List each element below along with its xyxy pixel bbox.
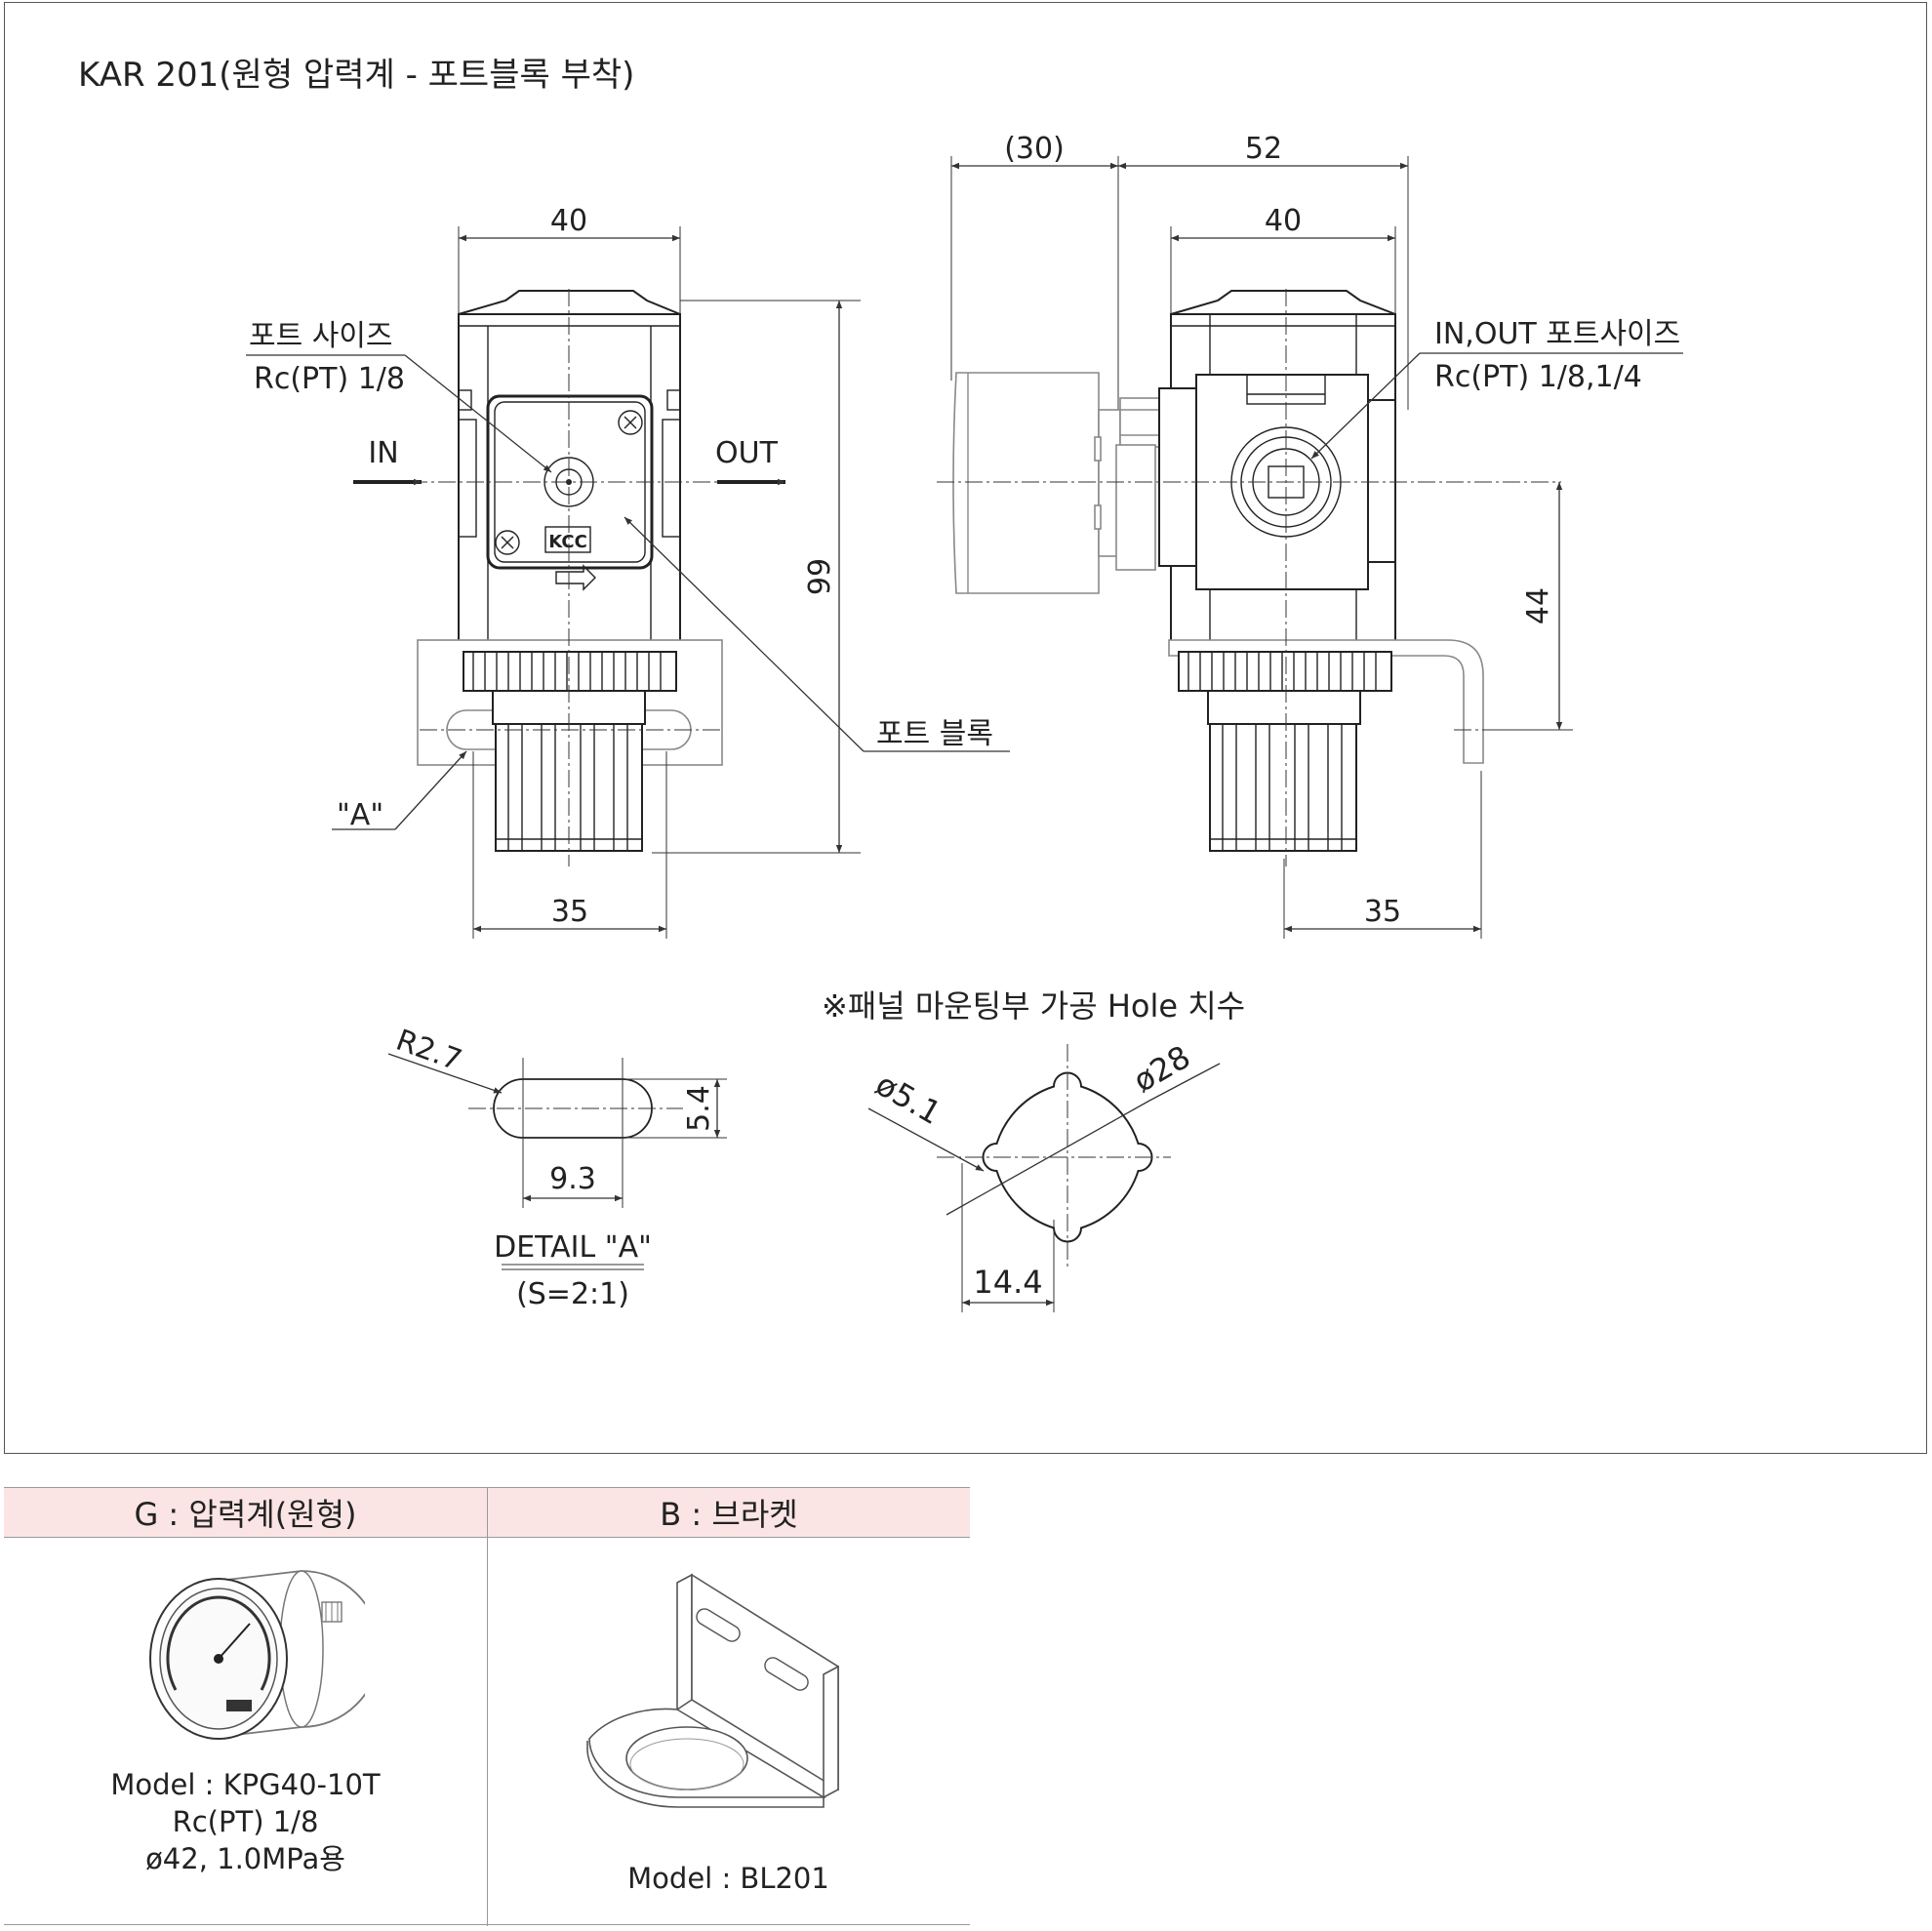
front-dim-40: 40	[550, 204, 587, 238]
detail-scale: (S=2:1)	[516, 1277, 629, 1311]
side-dim-30: (30)	[1004, 132, 1065, 166]
detail-title: DETAIL "A"	[494, 1230, 652, 1265]
side-dim-35: 35	[1364, 895, 1401, 929]
side-dim-40: 40	[1265, 204, 1302, 238]
bracket-option-header: B : 브라켓	[487, 1487, 970, 1538]
panel-hole-title: ※패널 마운팅부 가공 Hole 치수	[822, 987, 1245, 1025]
table-divider	[487, 1538, 488, 1926]
gauge-port: Rc(PT) 1/8	[172, 1805, 319, 1838]
drawing-frame	[4, 2, 1927, 1454]
gauge-spec: ø42, 1.0MPa용	[145, 1842, 345, 1875]
technical-drawing: KAR 201(원형 압력계 - 포트블록 부착) 40 KCC	[78, 56, 1683, 1312]
panel-offset: 14.4	[973, 1264, 1042, 1301]
detail-height: 5.4	[682, 1085, 716, 1132]
bracket-model: Model : BL201	[627, 1862, 829, 1895]
gauge-model: Model : KPG40-10T	[110, 1768, 381, 1801]
side-dim-44: 44	[1521, 587, 1555, 624]
port-size-value: Rc(PT) 1/8	[254, 362, 405, 396]
in-label: IN	[368, 436, 398, 470]
port-size-label: 포트 사이즈	[249, 319, 393, 353]
panel-small-dia: ø5.1	[869, 1066, 947, 1132]
out-label: OUT	[715, 436, 779, 470]
panel-hole: ※패널 마운팅부 가공 Hole 치수 ø28 ø5.1 14.4	[822, 987, 1245, 1312]
gauge-illustration	[149, 1570, 365, 1740]
drawing-title: KAR 201(원형 압력계 - 포트블록 부착)	[78, 56, 634, 95]
side-port-value: Rc(PT) 1/8,1/4	[1434, 360, 1642, 394]
kcc-badge: KCC	[548, 532, 587, 552]
bracket-illustration	[586, 1573, 839, 1808]
detail-length: 9.3	[549, 1162, 596, 1196]
side-view: (30) 52 40	[937, 132, 1683, 939]
front-view: 40 KCC	[246, 204, 1010, 939]
table-bottom-line	[4, 1924, 970, 1925]
port-block-label: 포트 블록	[876, 717, 993, 751]
detail-a: 9.3 5.4 R2.7 DETAIL "A" (S=2:1)	[387, 1024, 727, 1311]
front-dim-99: 99	[803, 558, 837, 595]
panel-large-dia: ø28	[1127, 1038, 1196, 1100]
detail-a-ref: "A"	[337, 798, 383, 832]
front-dim-35: 35	[551, 895, 588, 929]
options-table: G : 압력계(원형) B : 브라켓 Model : KPG40-10T Rc…	[4, 1487, 970, 1926]
detail-radius: R2.7	[391, 1024, 465, 1078]
side-dim-52: 52	[1245, 132, 1282, 166]
gauge-option-header: G : 압력계(원형)	[4, 1487, 487, 1538]
side-port-label: IN,OUT 포트사이즈	[1434, 317, 1680, 351]
